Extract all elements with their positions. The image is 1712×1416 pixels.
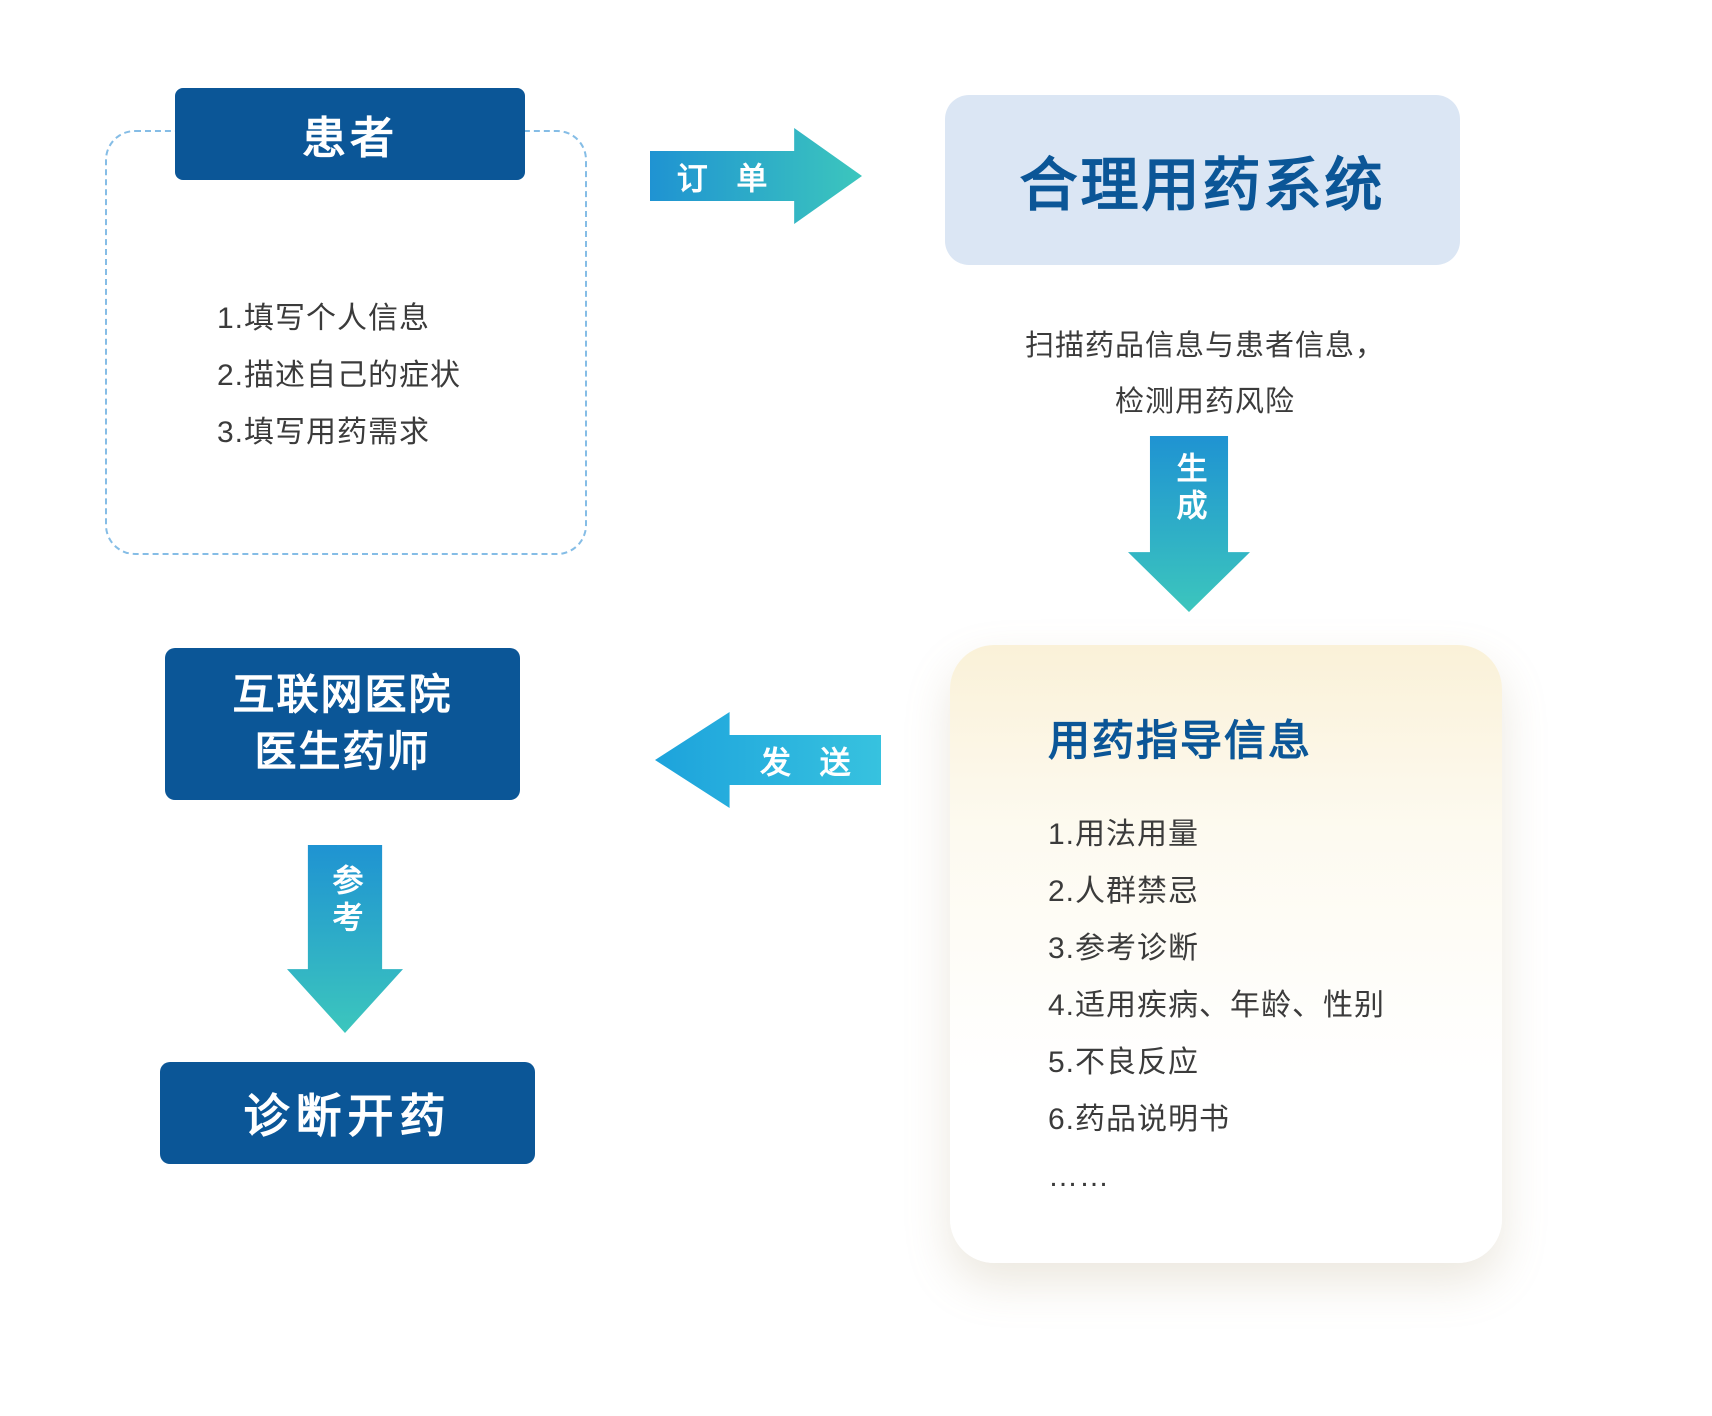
patient-step-2: 2.描述自己的症状 <box>217 359 462 392</box>
prescribe-node: 诊断开药 <box>160 1062 535 1164</box>
guidance-item-6: 6.药品说明书 <box>1048 1103 1231 1136</box>
system-description-line-1: 扫描药品信息与患者信息， <box>1024 330 1385 362</box>
generate-arrow-down-icon: 生成 <box>1128 436 1250 612</box>
generate-arrow-label: 生成 <box>1171 451 1207 526</box>
guidance-item-4: 4.适用疾病、年龄、性别 <box>1048 989 1386 1022</box>
send-arrow-left-icon: 发 送 <box>655 712 881 808</box>
system-node-label: 合理用药系统 <box>1019 153 1386 218</box>
guidance-item-5: 5.不良反应 <box>1048 1046 1200 1079</box>
order-arrow-label: 订 单 <box>676 161 778 197</box>
guidance-item-2: 2.人群禁忌 <box>1048 875 1200 908</box>
hospital-node: 互联网医院 医生药师 <box>165 648 520 800</box>
system-description-line-2: 检测用药风险 <box>1114 386 1295 418</box>
patient-step-1: 1.填写个人信息 <box>217 302 431 335</box>
system-node: 合理用药系统 <box>945 95 1460 265</box>
send-arrow-label: 发 送 <box>759 745 861 781</box>
patient-step-3: 3.填写用药需求 <box>217 416 431 449</box>
prescribe-node-label: 诊断开药 <box>243 1090 452 1142</box>
guidance-item-ellipsis: …… <box>1048 1160 1110 1193</box>
hospital-node-line-2: 医生药师 <box>254 728 431 775</box>
guidance-item-3: 3.参考诊断 <box>1048 932 1200 965</box>
guidance-card: 用药指导信息 1.用法用量 2.人群禁忌 3.参考诊断 4.适用疾病、年龄、性别… <box>950 645 1502 1263</box>
order-arrow-right-icon: 订 单 <box>650 128 862 224</box>
patient-node-label: 患者 <box>302 114 398 163</box>
reference-arrow-down-icon: 参考 <box>287 845 403 1033</box>
reference-arrow-label: 参考 <box>327 864 363 939</box>
system-description: 扫描药品信息与患者信息， 检测用药风险 <box>905 318 1505 430</box>
guidance-card-title: 用药指导信息 <box>1048 717 1313 764</box>
patient-steps-list: 1.填写个人信息 2.描述自己的症状 3.填写用药需求 <box>217 290 461 461</box>
hospital-node-line-1: 互联网医院 <box>232 671 453 719</box>
guidance-item-1: 1.用法用量 <box>1048 818 1200 851</box>
patient-detail-panel: 1.填写个人信息 2.描述自己的症状 3.填写用药需求 <box>105 130 587 555</box>
guidance-items-list: 1.用法用量 2.人群禁忌 3.参考诊断 4.适用疾病、年龄、性别 5.不良反应… <box>1048 806 1452 1205</box>
patient-node: 患者 <box>175 88 525 180</box>
